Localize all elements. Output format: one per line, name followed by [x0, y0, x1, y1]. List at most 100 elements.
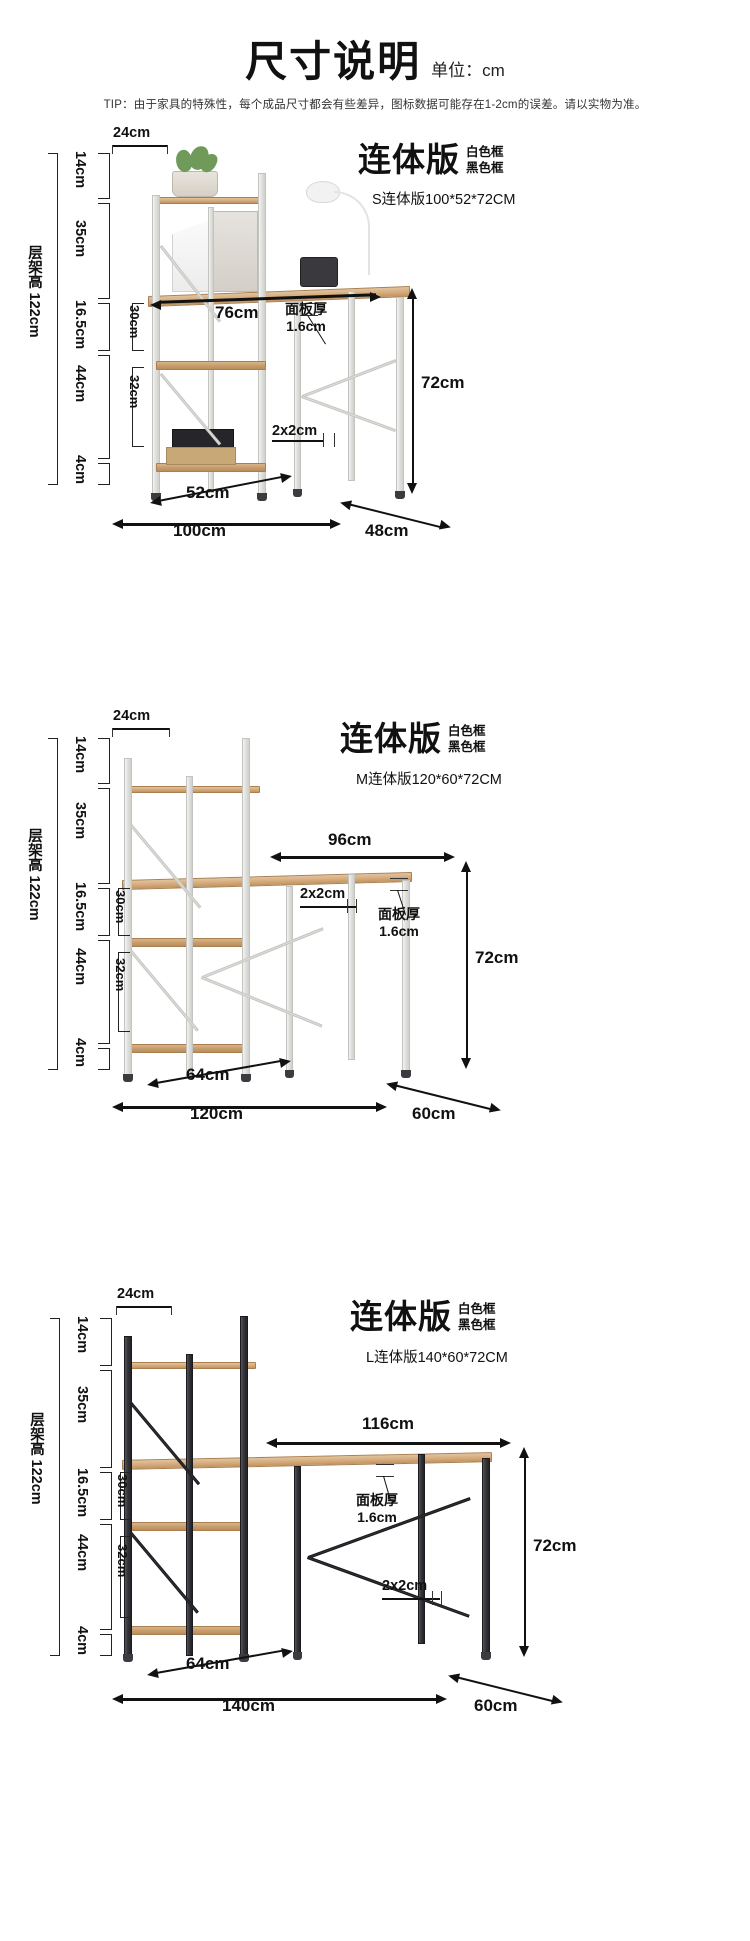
model-name-s: 连体版 — [358, 140, 460, 179]
dim-arrow-up — [461, 861, 471, 872]
frame-color-black-m: 黑色框 — [448, 739, 486, 754]
dim-tube-l: 2x2cm — [382, 1578, 428, 1594]
dim-arrow-right — [550, 1694, 565, 1708]
panel-thickness-label-s: 面板厚 — [285, 301, 327, 317]
dim-line-desk-height-s — [412, 297, 415, 485]
desk-leg-outer-front — [396, 297, 404, 493]
dim-14cm-s: 14cm — [72, 151, 88, 189]
model-heading-l: 连体版 白色框 黑色框 — [350, 1300, 496, 1333]
dim-tick — [323, 433, 325, 447]
model-heading-m: 连体版 白色框 黑色框 — [340, 722, 486, 755]
dim-tick — [112, 728, 114, 737]
dim-desktop-width-l: 116cm — [362, 1414, 414, 1433]
dim-bracket-4 — [98, 463, 110, 485]
panel-thickness-value-l: 1.6cm — [357, 1508, 397, 1525]
dim-line-tube-s — [272, 440, 324, 442]
dim-bracket-14 — [98, 738, 110, 784]
dim-tick — [376, 1476, 394, 1478]
desk-leg-inner — [294, 1466, 301, 1654]
dim-35cm-s: 35cm — [72, 220, 88, 258]
dim-30cm-m: 30cm — [113, 890, 128, 924]
dim-top-depth-l: 24cm — [117, 1286, 155, 1302]
dim-tube-m: 2x2cm — [300, 886, 346, 902]
dim-bracket-165 — [100, 1472, 112, 1520]
dim-arrow-left — [446, 1670, 461, 1684]
panel-thickness-note-s: 面板厚 1.6cm — [285, 301, 327, 334]
dim-arrow-left — [112, 519, 123, 529]
dim-35cm-l: 35cm — [74, 1386, 90, 1424]
dim-arrow-right — [281, 1646, 294, 1658]
dim-32cm-l: 32cm — [115, 1544, 130, 1578]
shelf-post-mid — [208, 207, 214, 493]
frame-color-white-l: 白色框 — [458, 1302, 496, 1316]
desk-leg-inner — [286, 886, 293, 1072]
dim-arrow-right — [438, 519, 453, 533]
frame-colors-l: 白色框 黑色框 — [458, 1300, 496, 1333]
desk-leg-outer-back — [348, 291, 355, 481]
dim-bracket-44 — [98, 940, 110, 1044]
title-row: 尺寸说明 单位：cm — [0, 28, 750, 89]
dim-line-desk-height-l — [524, 1456, 527, 1648]
dim-bracket-32 — [132, 367, 144, 447]
shelf-post-mid — [186, 776, 193, 1076]
dim-bracket-shelf-height — [50, 1318, 60, 1656]
page-title: 尺寸说明 — [245, 37, 422, 86]
foot-pad — [395, 491, 405, 499]
dim-tick — [300, 315, 318, 317]
frame-color-black-l: 黑色框 — [458, 1317, 496, 1332]
dim-arrow-left — [266, 1438, 277, 1448]
model-code-m: M连体版120*60*72CM — [356, 772, 502, 788]
dim-tick — [347, 899, 349, 913]
dim-16-5cm-s: 16.5cm — [72, 300, 88, 350]
frame-color-white-m: 白色框 — [448, 724, 486, 738]
dim-tick — [356, 899, 358, 913]
frame-color-white-s: 白色框 — [466, 145, 504, 159]
dim-tick — [169, 728, 171, 737]
dim-bracket-35 — [98, 203, 110, 299]
dim-4cm-l: 4cm — [74, 1626, 90, 1656]
dim-bracket-35 — [100, 1370, 112, 1468]
dim-30cm-l: 30cm — [115, 1474, 130, 1508]
dim-30cm-s: 30cm — [127, 305, 142, 339]
panel-thickness-note-l: 面板厚 1.6cm — [356, 1492, 398, 1525]
dim-44cm-l: 44cm — [74, 1534, 90, 1572]
dim-arrow-left — [146, 1668, 159, 1680]
frame-color-black-s: 黑色框 — [466, 160, 504, 175]
dim-35cm-m: 35cm — [72, 802, 88, 840]
basket-icon — [166, 447, 236, 465]
dim-bracket-shelf-height — [48, 153, 58, 485]
dim-tick — [390, 890, 408, 892]
dim-16-5cm-m: 16.5cm — [72, 882, 88, 932]
foot-pad — [293, 1652, 302, 1660]
dim-line-top-depth-m — [112, 728, 170, 730]
dim-bracket-4 — [100, 1634, 112, 1656]
tip-text: TIP：由于家具的特殊性，每个成品尺寸都会有些差异，图标数据可能存在1-2cm的… — [103, 99, 647, 111]
shelf-post-right — [258, 173, 266, 495]
desk-leg-outer-front — [482, 1458, 490, 1654]
dim-14cm-l: 14cm — [74, 1316, 90, 1354]
dim-line-total-width-s — [122, 523, 334, 526]
books-icon — [172, 429, 234, 449]
dim-tick — [376, 1464, 394, 1466]
foot-pad — [151, 493, 161, 501]
dim-line-total-width-l — [122, 1698, 440, 1701]
dim-tick — [167, 145, 169, 154]
dim-desk-height-m: 72cm — [475, 948, 519, 967]
dim-bracket-44 — [98, 355, 110, 459]
dim-shelf-height-m: 层架高 122cm — [26, 828, 42, 921]
diagram-m: 连体版 白色框 黑色框 M连体版120*60*72CM — [0, 708, 750, 1265]
unit-note: 单位：cm — [431, 61, 505, 80]
dim-bracket-35 — [98, 788, 110, 884]
dim-tick — [390, 878, 408, 880]
dim-44cm-s: 44cm — [72, 365, 88, 403]
dim-line-desk-height-m — [466, 870, 469, 1060]
dim-bracket-44 — [100, 1524, 112, 1630]
dim-bracket-shelf-height — [48, 738, 58, 1070]
dim-4cm-m: 4cm — [72, 1038, 88, 1068]
model-name-m: 连体版 — [340, 719, 442, 758]
panel-thickness-value-m: 1.6cm — [379, 922, 419, 939]
dim-total-width-l: 140cm — [222, 1696, 275, 1715]
dim-line-desktop-width-m — [280, 856, 448, 859]
dim-arrow-left — [149, 496, 162, 508]
